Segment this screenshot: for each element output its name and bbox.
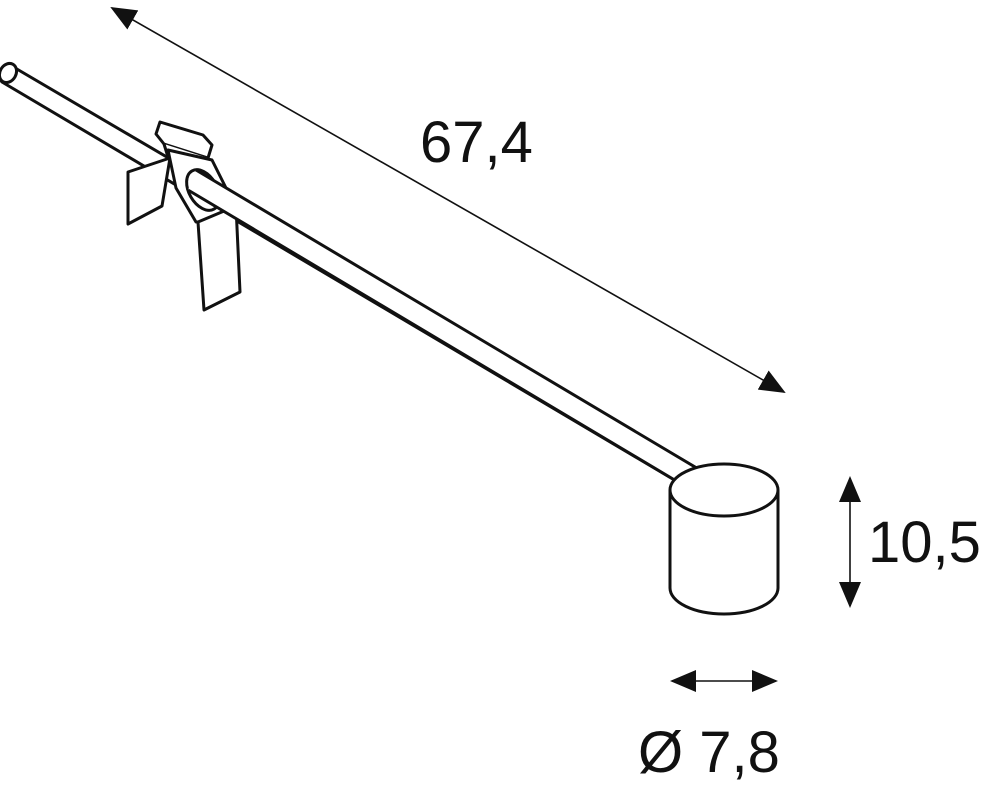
height-dimension-label: 10,5 — [868, 510, 981, 575]
length-dimension-line — [110, 7, 786, 393]
lamp-head-cylinder — [668, 462, 780, 616]
diameter-dimension-label: Ø 7,8 — [638, 720, 780, 785]
arm-rod-front — [187, 168, 702, 490]
length-dimension-label: 67,4 — [420, 110, 533, 175]
